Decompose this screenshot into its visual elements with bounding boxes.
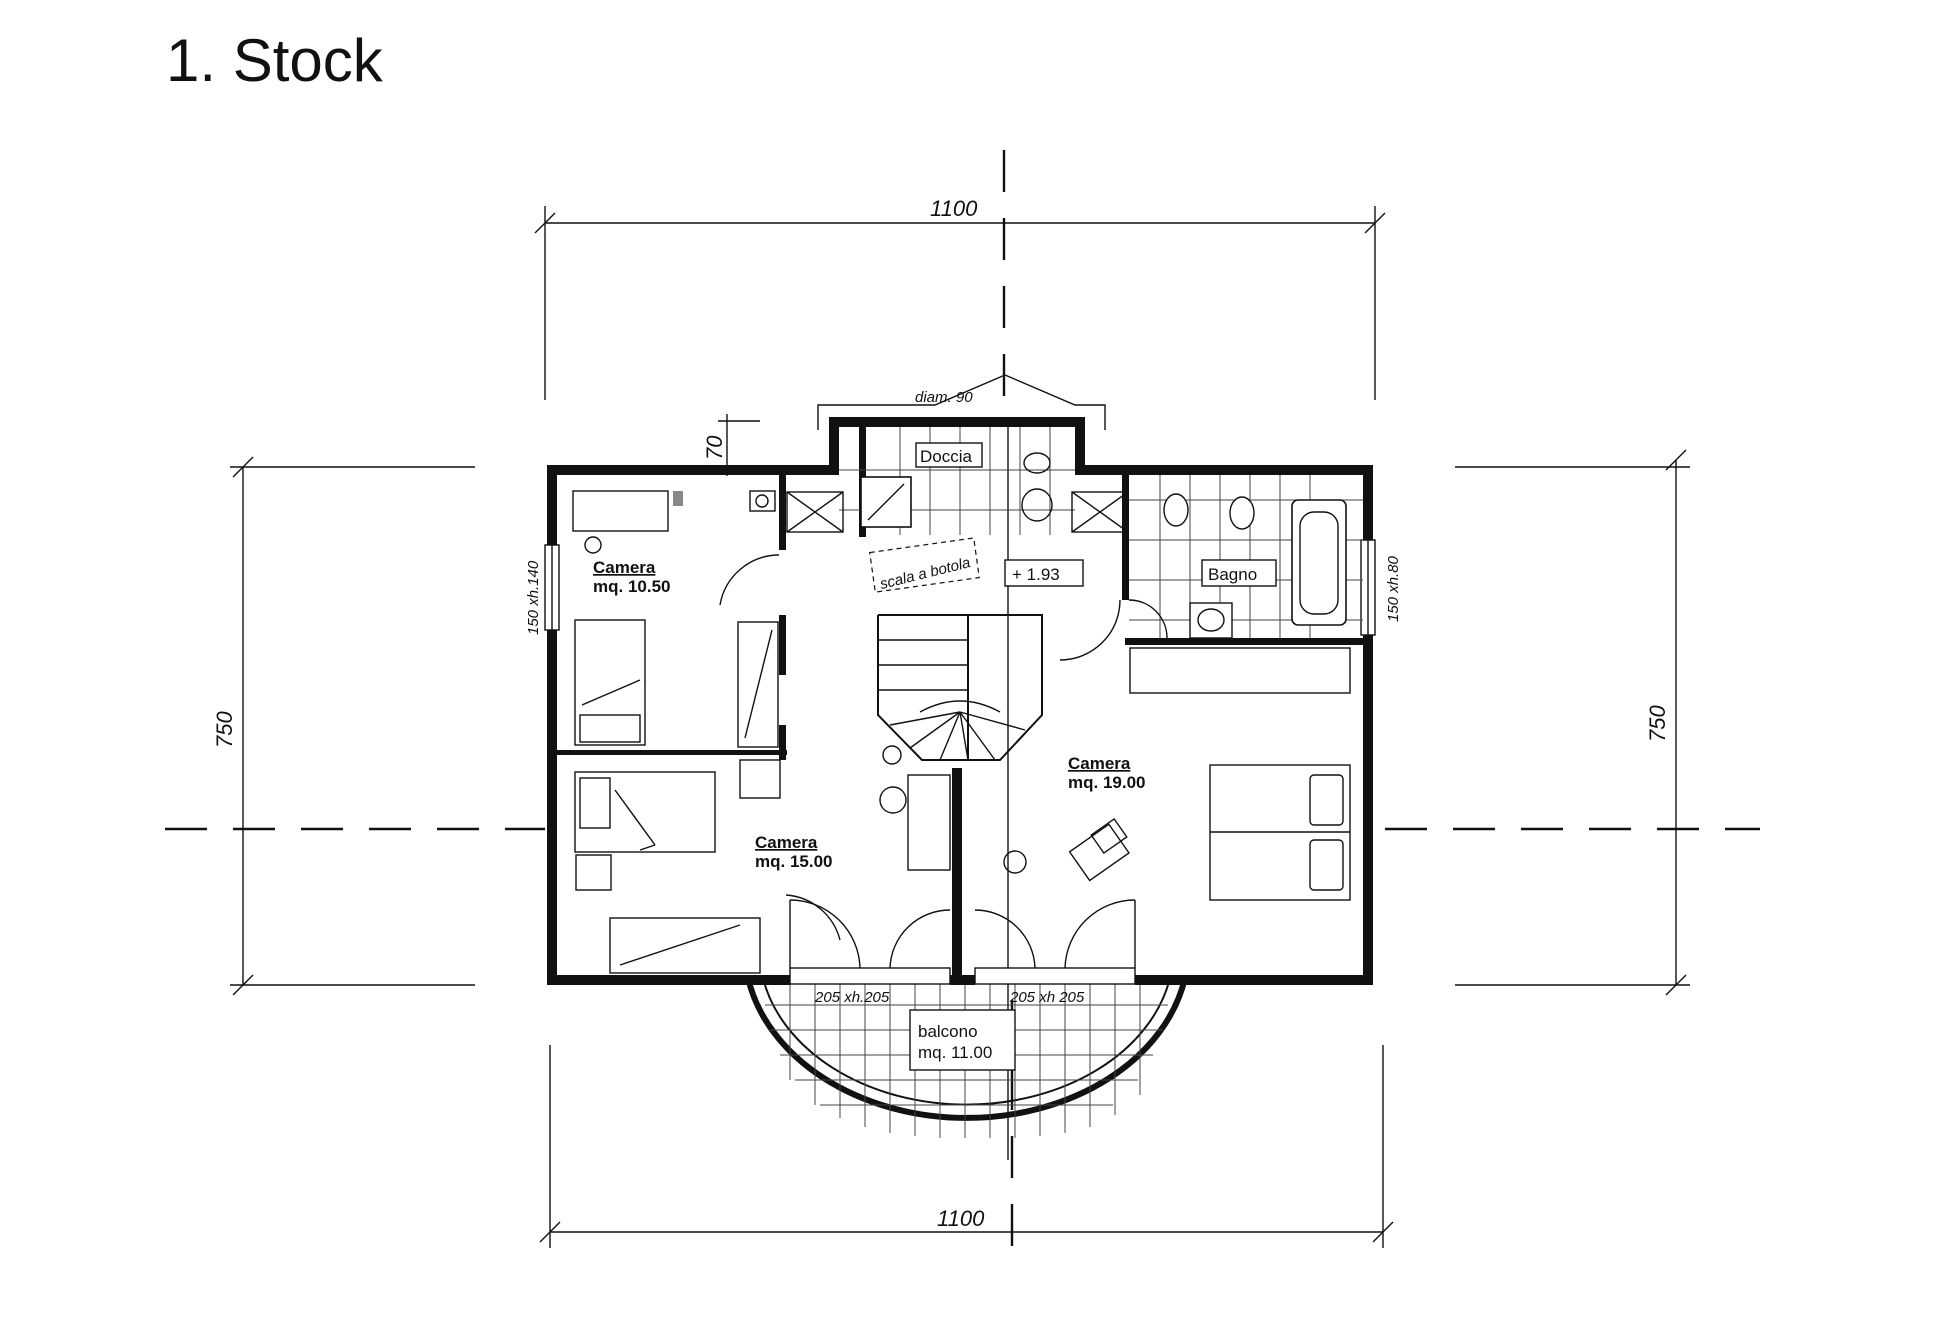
dimension-lines bbox=[230, 206, 1690, 1248]
stair-note: scala a botola bbox=[878, 554, 972, 593]
axis-lines bbox=[165, 150, 1760, 1265]
balcony: balcono mq. 11.00 bbox=[745, 977, 1188, 1138]
width-top-dimension: 1100 bbox=[930, 196, 978, 221]
bedroom-small-area: mq. 10.50 bbox=[593, 577, 671, 596]
width-bottom-dimension: 1100 bbox=[937, 1206, 985, 1231]
level-mark-text: + 1.93 bbox=[1012, 565, 1060, 584]
bedroom-small-label: Camera bbox=[593, 558, 656, 577]
balcony-doors bbox=[789, 899, 1136, 985]
staircase bbox=[877, 614, 1043, 765]
chimney-bay bbox=[817, 374, 1106, 430]
page-title: 1. Stock bbox=[166, 27, 383, 94]
bedroom-large-area: mq. 19.00 bbox=[1068, 773, 1146, 792]
bedroom-small: Camera mq. 10.50 bbox=[572, 490, 780, 748]
bathroom-label: Bagno bbox=[1208, 565, 1257, 584]
depth-right-dimension: 750 bbox=[1645, 705, 1670, 742]
depth-left-dimension: 750 bbox=[212, 711, 237, 748]
chimney-diameter: diam. 90 bbox=[915, 389, 973, 406]
window-left-label: 150 xh.140 bbox=[525, 560, 542, 635]
level-mark: + 1.93 bbox=[1004, 559, 1084, 587]
bedroom-medium-area: mq. 15.00 bbox=[755, 852, 833, 871]
balcony-door-left-label: 205 xh.205 bbox=[814, 989, 890, 1006]
bedroom-large-label: Camera bbox=[1068, 754, 1131, 773]
exterior-walls bbox=[547, 417, 1373, 985]
window-right-label: 150 xh.80 bbox=[1385, 555, 1402, 622]
bedroom-large: Camera mq. 19.00 bbox=[1003, 599, 1351, 901]
bedroom-medium: Camera mq. 15.00 bbox=[574, 759, 951, 974]
balcony-door-right-label: 205 xh 205 bbox=[1009, 989, 1085, 1006]
shafts bbox=[786, 491, 1129, 533]
offset-dimension: 70 bbox=[702, 435, 727, 460]
bedroom-medium-label: Camera bbox=[755, 833, 818, 852]
bathroom: Bagno bbox=[1128, 475, 1363, 639]
balcony-label: balcono bbox=[918, 1022, 978, 1041]
side-windows bbox=[544, 539, 1376, 636]
shower-label: Doccia bbox=[920, 447, 973, 466]
balcony-area: mq. 11.00 bbox=[918, 1043, 992, 1062]
